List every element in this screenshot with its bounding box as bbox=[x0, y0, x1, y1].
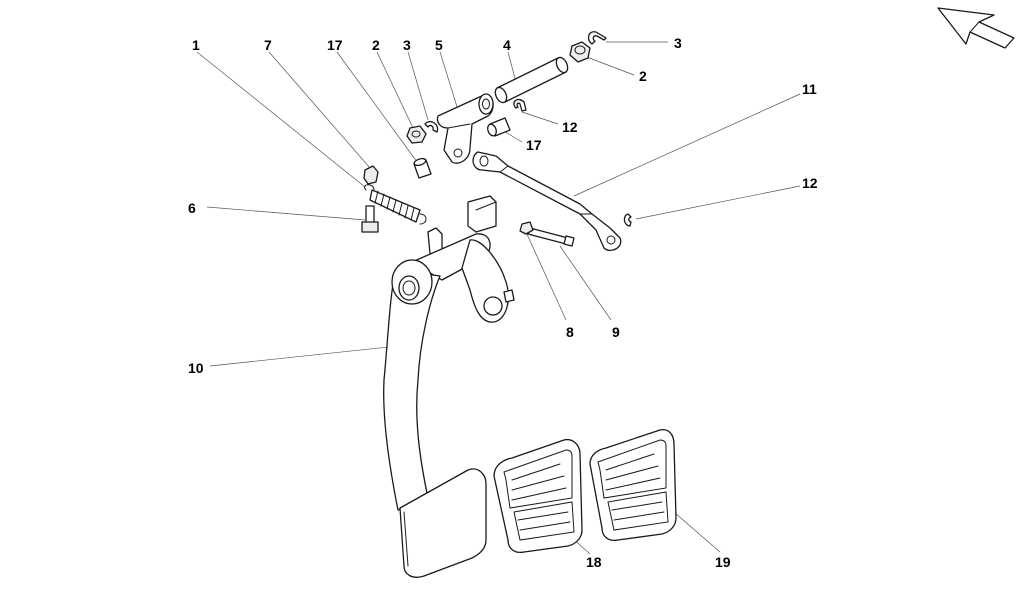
callout-17-top: 17 bbox=[327, 37, 343, 53]
callout-5: 5 bbox=[435, 37, 443, 53]
clip-part-3-right bbox=[587, 31, 607, 45]
leader-10 bbox=[209, 345, 399, 367]
nut-part-7 bbox=[363, 165, 379, 185]
clip-part-12-right bbox=[623, 213, 632, 227]
leader-4 bbox=[507, 51, 517, 83]
callout-19: 19 bbox=[715, 554, 731, 570]
clip-part-12-upper bbox=[513, 98, 527, 112]
pedal-lever-part-10 bbox=[383, 195, 515, 511]
pin-part-17-left bbox=[413, 157, 432, 179]
leader-12a bbox=[521, 111, 559, 125]
callout-3-right: 3 bbox=[674, 35, 682, 51]
leader-8 bbox=[525, 231, 567, 321]
clip-part-3-left bbox=[424, 120, 439, 133]
leader-3a bbox=[407, 51, 429, 121]
leader-7 bbox=[268, 51, 371, 169]
callout-2-right: 2 bbox=[639, 68, 647, 84]
callout-3-top: 3 bbox=[403, 37, 411, 53]
push-rod-part-11 bbox=[472, 151, 622, 252]
callout-9: 9 bbox=[612, 324, 620, 340]
leader-2a bbox=[376, 51, 415, 131]
callout-4: 4 bbox=[503, 37, 511, 53]
leader-9 bbox=[559, 245, 612, 321]
pin-part-17-right bbox=[487, 117, 511, 137]
direction-arrow-icon bbox=[937, 7, 1015, 49]
pedal-pad-main bbox=[399, 468, 487, 578]
callout-8: 8 bbox=[566, 324, 574, 340]
washer-part-8 bbox=[519, 221, 534, 235]
callout-6: 6 bbox=[188, 200, 196, 216]
callout-12-upper: 12 bbox=[562, 119, 578, 135]
callout-1: 1 bbox=[192, 37, 200, 53]
leader-6 bbox=[206, 206, 366, 221]
callout-labels: 1 7 17 2 3 5 4 3 2 12 17 11 12 6 8 9 10 … bbox=[188, 35, 818, 570]
callout-18: 18 bbox=[586, 554, 602, 570]
leader-5 bbox=[439, 51, 459, 111]
bolt-part-6 bbox=[361, 205, 379, 233]
callout-2-top: 2 bbox=[372, 37, 380, 53]
callout-7: 7 bbox=[264, 37, 272, 53]
pedal-rubber-pad-part-18 bbox=[493, 438, 583, 554]
pin-part-4 bbox=[494, 56, 569, 104]
bolt-part-9 bbox=[527, 227, 575, 247]
callout-11: 11 bbox=[802, 81, 817, 97]
clevis-bracket-part-5 bbox=[436, 93, 494, 164]
callout-17-middle: 17 bbox=[526, 137, 542, 153]
leader-11 bbox=[573, 93, 801, 197]
bushing-part-2-right bbox=[569, 41, 591, 63]
leader-1 bbox=[196, 51, 366, 188]
callout-10: 10 bbox=[188, 360, 204, 376]
leader-17a bbox=[336, 51, 421, 167]
callout-12-right: 12 bbox=[802, 175, 818, 191]
leader-12b bbox=[635, 185, 801, 220]
bushing-part-2-left bbox=[406, 125, 427, 144]
leader-2b bbox=[583, 55, 635, 76]
pedal-rubber-pad-part-19 bbox=[589, 428, 677, 542]
return-spring-part-1 bbox=[364, 184, 427, 225]
